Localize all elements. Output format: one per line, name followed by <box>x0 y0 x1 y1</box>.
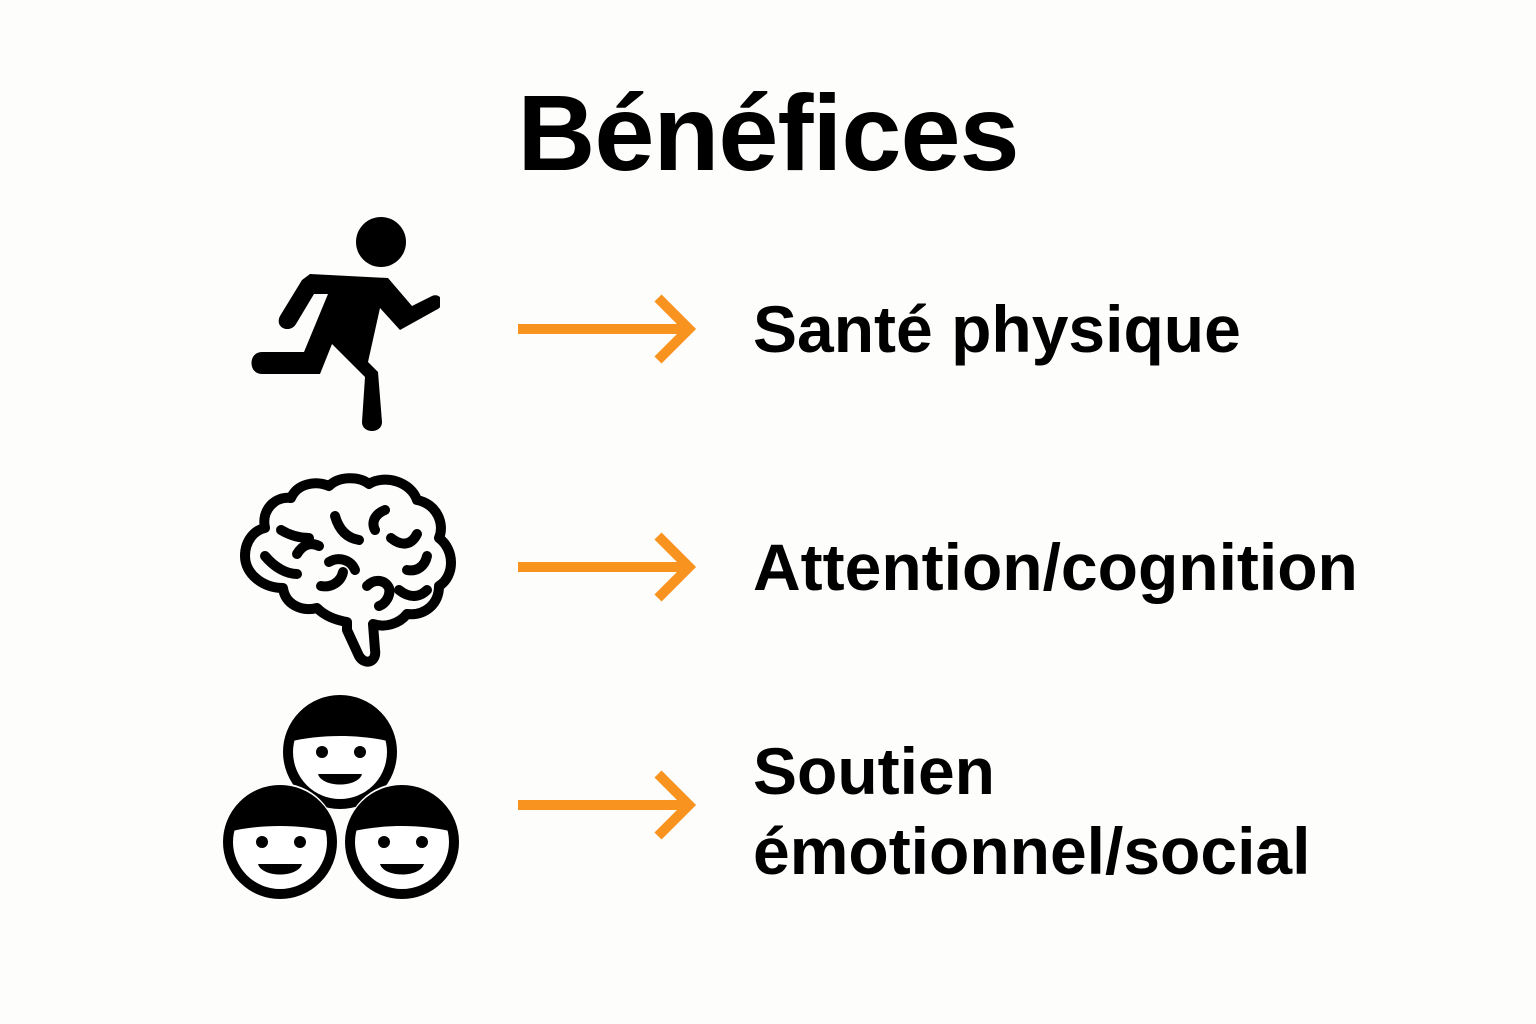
benefit-label-physical: Santé physique <box>753 292 1241 366</box>
page-title: Bénéfices <box>517 72 1019 193</box>
arrow-right-icon <box>518 294 697 364</box>
group-faces-icon <box>223 690 459 905</box>
benefit-label-social-line1: Soutien <box>753 734 995 808</box>
running-person-icon <box>251 217 440 431</box>
arrow-right-icon <box>518 770 697 840</box>
benefit-label-social-line2: émotionnel/social <box>753 814 1311 888</box>
brain-icon <box>240 473 456 667</box>
arrow-right-icon <box>518 532 697 602</box>
benefit-label-cognition: Attention/cognition <box>753 530 1358 604</box>
